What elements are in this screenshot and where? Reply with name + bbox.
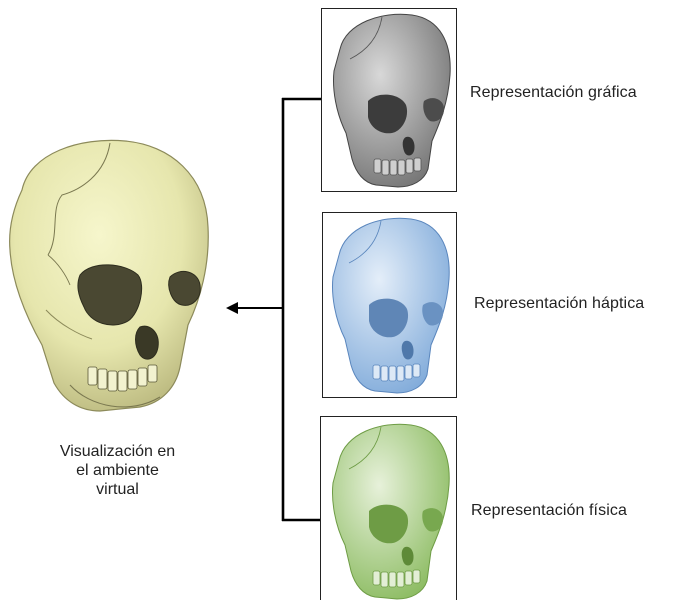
graphic-representation-label: Representación gráfica bbox=[470, 84, 637, 102]
haptic-representation-label: Representación háptica bbox=[474, 295, 644, 313]
haptic-representation-panel bbox=[322, 212, 457, 398]
blue-skull-image bbox=[323, 213, 456, 397]
graphic-representation-panel bbox=[321, 8, 457, 192]
physical-representation-label: Representación física bbox=[471, 502, 627, 520]
green-skull-image bbox=[321, 417, 456, 600]
arrow-head bbox=[226, 302, 238, 314]
physical-representation-panel bbox=[320, 416, 457, 600]
gray-skull-image bbox=[322, 9, 456, 191]
